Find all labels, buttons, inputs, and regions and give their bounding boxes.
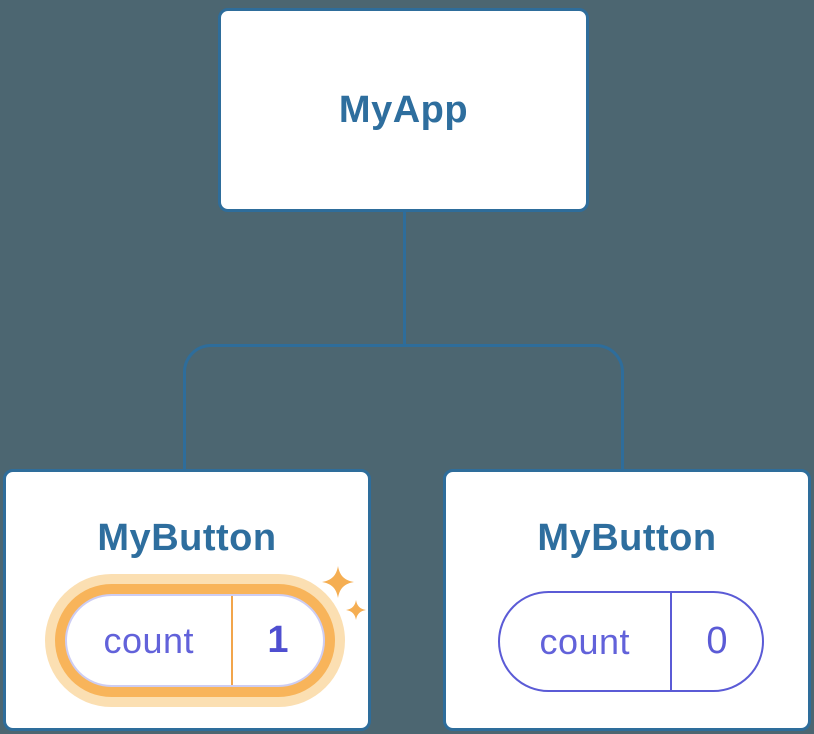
state-value: 1	[267, 619, 289, 661]
connector-branch-bracket	[183, 344, 624, 470]
component-node-child-left: MyButton count 1	[3, 469, 371, 731]
component-node-child-right: MyButton count 0	[443, 469, 811, 731]
pill-divider	[230, 596, 233, 685]
state-key-label: count	[539, 620, 631, 662]
state-key-label: count	[103, 619, 195, 661]
child-node-label: MyButton	[537, 517, 717, 559]
sparkle-icon	[322, 566, 366, 620]
child-node-label: MyButton	[97, 517, 277, 559]
state-value: 0	[706, 620, 728, 662]
root-node-label: MyApp	[338, 88, 469, 131]
component-node-root: MyApp	[218, 8, 589, 212]
pill-divider	[669, 593, 672, 690]
connector-stem-line	[403, 211, 406, 345]
state-pill: count 0	[498, 591, 764, 692]
state-pill-highlighted: count 1	[65, 594, 325, 687]
